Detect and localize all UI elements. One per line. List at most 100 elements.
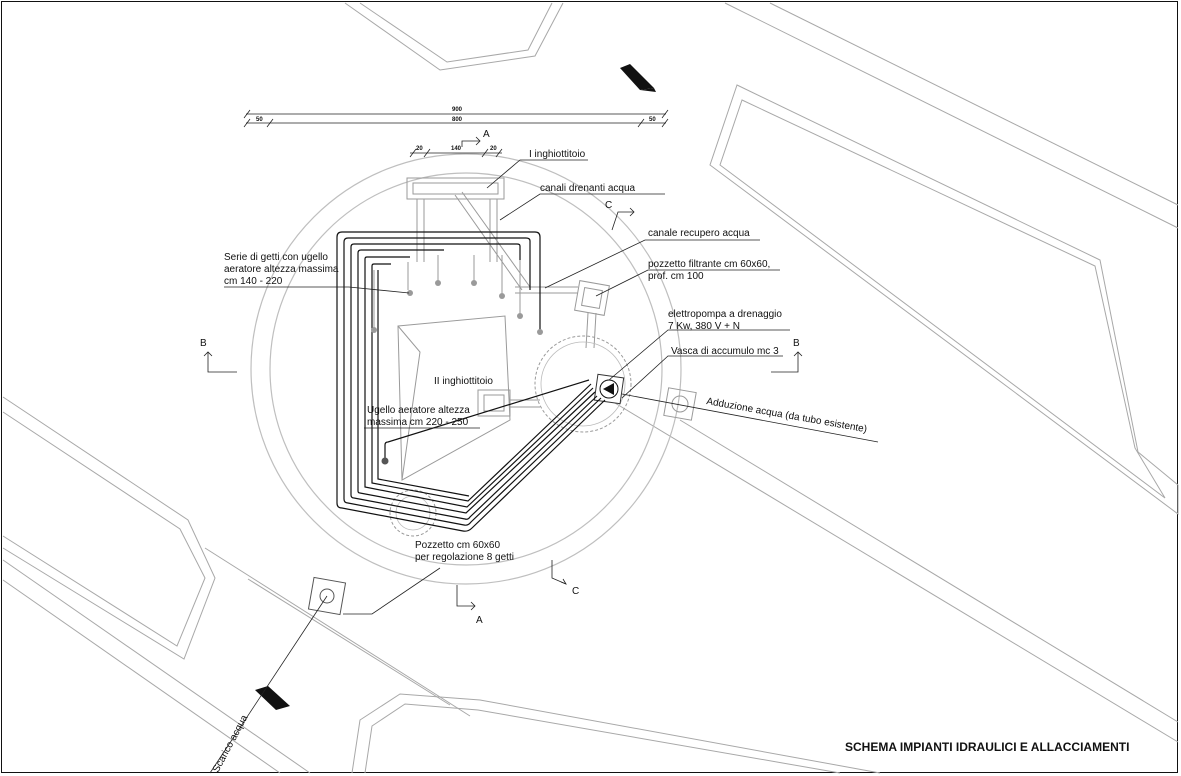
jet-pipe: [364, 256, 594, 508]
vasca-inner: [540, 341, 626, 427]
bottom-road-edge-1: [2, 579, 281, 774]
label-inghiottitoio-1: I inghiottitoio: [529, 149, 586, 160]
label-ugello-2: massima cm 220 - 250: [367, 417, 469, 428]
bottom-road-edge-3: [204, 547, 471, 717]
inghiottitoio-1-outer: [406, 177, 505, 200]
label-pozzetto-filtrante-1: pozzetto filtrante cm 60x60,: [648, 259, 770, 270]
section-label-b-left: B: [200, 338, 207, 349]
leader-inghiottitoio-1: [486, 159, 588, 189]
top-right-road-edge-1: [724, 2, 1179, 229]
right-island-outer: [709, 84, 1179, 515]
right-island-inner: [719, 99, 1166, 499]
section-arrow: [203, 351, 213, 357]
bottom-road-edge-2: [2, 559, 311, 774]
section-label-a-top: A: [483, 129, 490, 140]
inghiottitoio-2-edge: [397, 325, 421, 481]
roundabout: [250, 153, 682, 585]
section-arrow: [475, 136, 481, 146]
inghiottitoio-1-inner: [412, 182, 499, 195]
roundabout-outer-ring: [250, 153, 682, 585]
inghiottitoio-2-box-inner: [483, 394, 505, 412]
bottom-road-edge-4: [247, 578, 451, 706]
annotations: I inghiottitoio canali drenanti acqua ca…: [211, 149, 1130, 774]
label-serie-getti-3: cm 140 - 220: [224, 276, 283, 287]
roundabout-inner-ring: [269, 172, 663, 566]
leader-serie-getti: [224, 286, 410, 294]
adduzione-box: [663, 387, 697, 421]
label-canale-recupero: canale recupero acqua: [648, 228, 750, 239]
jet-nozzle-icon: [371, 327, 377, 333]
ugello-aeratore-icon: [381, 457, 389, 465]
jet-pipe: [384, 379, 590, 458]
top-island-inner: [359, 2, 553, 63]
leader-lines: [224, 159, 790, 429]
section-arrow: [560, 578, 567, 585]
vasca-accumulo: [534, 335, 632, 433]
pozzetto-link: [593, 312, 597, 349]
left-island-inner: [2, 411, 206, 647]
sub-dim-tick: [409, 148, 417, 158]
elettropompa: [593, 373, 625, 405]
left-island-outer: [2, 396, 216, 660]
jet-pipe: [377, 270, 470, 497]
section-label-b-right: B: [793, 338, 800, 349]
dim-left: 50: [256, 117, 263, 123]
jet-pipe: [350, 243, 598, 520]
pozzetto-filtrante: [574, 280, 610, 349]
jet-nozzle-icon: [471, 280, 477, 286]
regolazione-to-scarico-line: [343, 567, 441, 615]
section-mark-b-left: [207, 352, 237, 373]
top-right-road-edge-2: [769, 2, 1179, 206]
section-mark-c-top: [611, 211, 634, 231]
jet-pipe: [343, 237, 602, 526]
leader-canali-drenanti: [499, 193, 665, 221]
leader-pozzetto-filtrante: [595, 269, 780, 297]
section-mark-a-top: [461, 140, 480, 147]
jet-nozzle-icon: [435, 280, 441, 286]
dim-inner: 800: [452, 117, 463, 123]
inghiottitoio-2: [397, 315, 540, 481]
section-label-c-bottom: C: [572, 586, 579, 597]
jet-pipe: [336, 231, 606, 532]
section-arrow: [470, 601, 476, 611]
label-scarico: Scarico acqua: [211, 713, 251, 775]
label-canali-drenanti: canali drenanti acqua: [540, 183, 636, 194]
direction-arrow-icon: [620, 64, 654, 90]
pozzetto-link: [585, 312, 589, 349]
top-island-outer: [344, 2, 564, 71]
label-inghiottitoio-2: II inghiottitoio: [434, 376, 493, 387]
leader-elettropompa: [608, 329, 790, 381]
jet-pipe-bundle: [336, 231, 606, 532]
bottom-island-inner: [364, 703, 841, 774]
section-mark-b-right: [771, 352, 799, 373]
dim-right: 50: [649, 117, 656, 123]
pozzetto-filtrante-inner: [580, 286, 604, 310]
section-label-a-bottom: A: [476, 615, 483, 626]
flow-arrow-bottom: [255, 686, 290, 710]
bottom-island-outer: [351, 693, 881, 774]
dim-tick: [661, 109, 669, 119]
label-adduzione: Adduzione acqua (da tubo esistente): [705, 396, 867, 435]
direction-arrow-icon-tip: [640, 88, 656, 92]
inghiottitoio-2-trapezoid: [397, 315, 511, 481]
label-elettropompa-2: 7 Kw, 380 V + N: [668, 321, 740, 332]
adduzione-pipe: [621, 393, 879, 443]
canal-diagonal: [454, 194, 523, 291]
jet-nozzle-icon: [537, 329, 543, 335]
jet-pipe: [371, 263, 592, 502]
scarico-pozzetto: [209, 567, 441, 774]
dim-sub-right: 20: [490, 146, 497, 152]
dimension-block: 900 800 50 50 20 140 20: [243, 107, 669, 158]
inghiottitoio-1: [406, 177, 578, 294]
section-marks: A A B B C C: [200, 129, 803, 626]
adduzione-pozzetto: [621, 387, 879, 443]
jet-pipe: [357, 249, 596, 514]
section-arrow: [793, 351, 803, 357]
sub-dim-tick: [495, 148, 503, 158]
jet-nozzle-icon: [517, 313, 523, 319]
pozzetto-filtrante-outer: [574, 280, 610, 316]
right-road-edge-2: [679, 419, 1179, 723]
dim-sub-left: 20: [416, 146, 423, 152]
